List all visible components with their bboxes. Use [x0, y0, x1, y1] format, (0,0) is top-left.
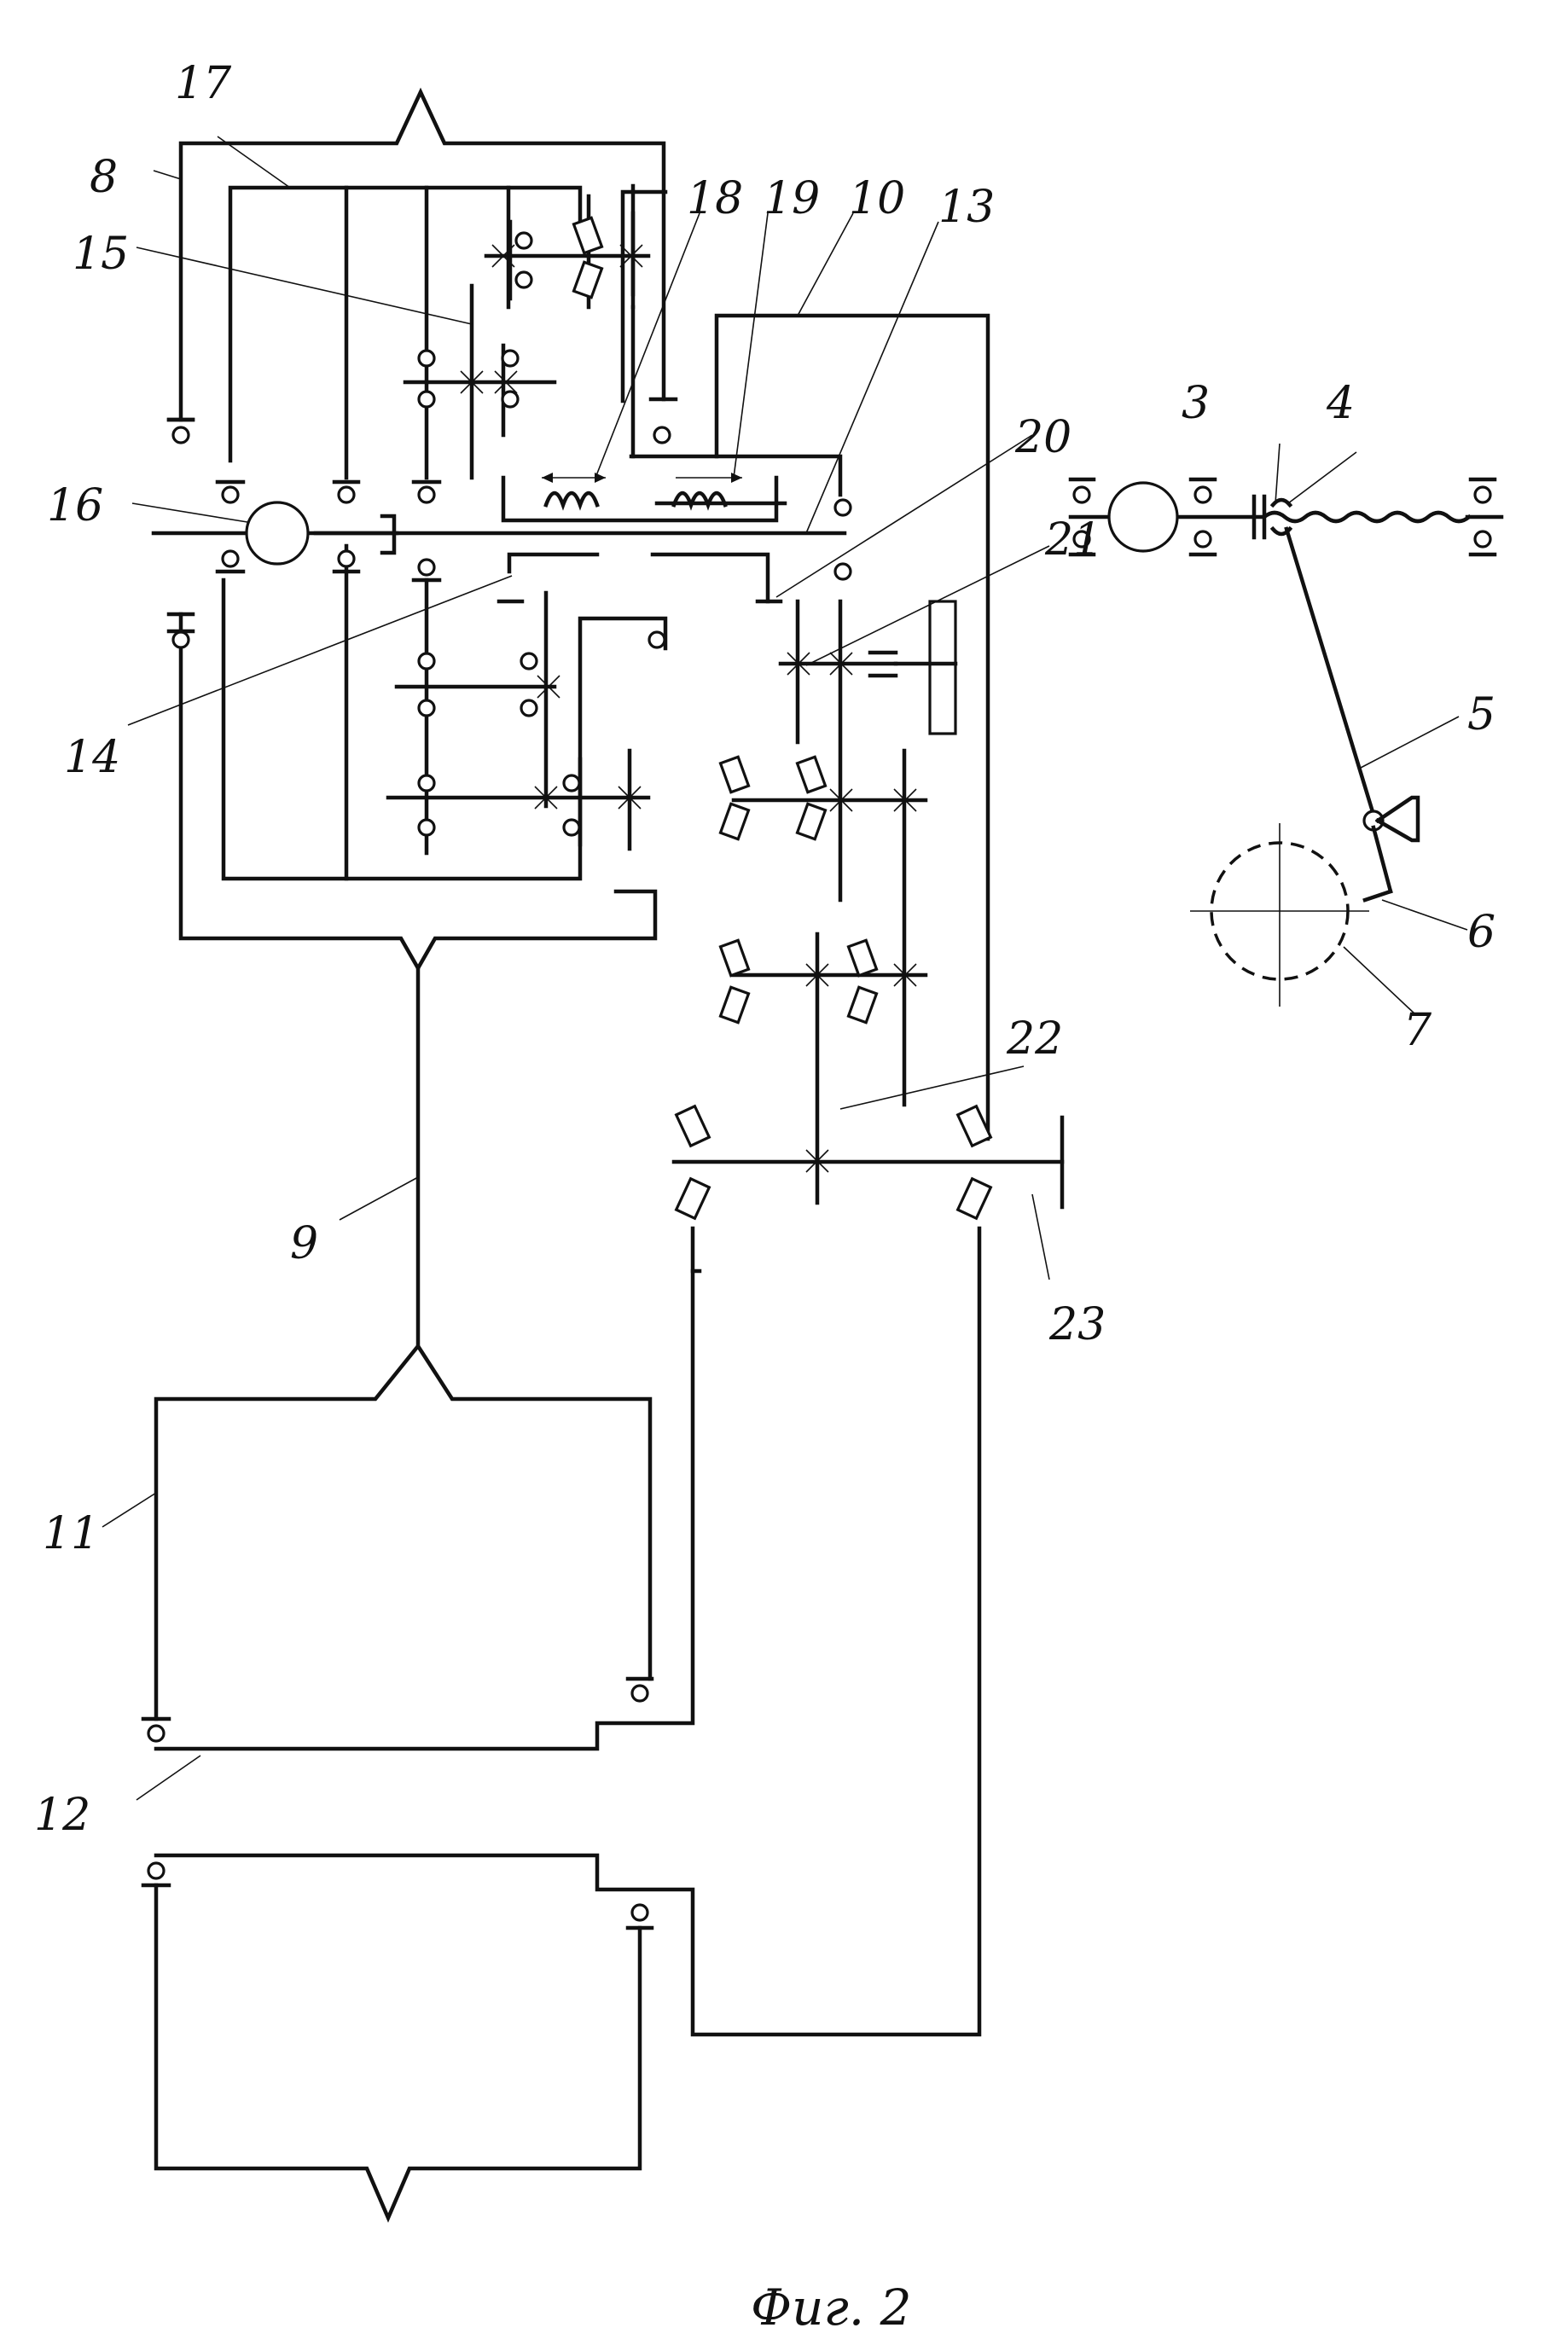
drive-3-screw-4 [1068, 481, 1504, 553]
gear-mesh-marks [460, 244, 917, 1173]
label-22: 22 [1006, 1013, 1063, 1065]
clutch-18-19 [501, 473, 779, 523]
label-16: 16 [47, 480, 103, 531]
label-4: 4 [1326, 378, 1355, 429]
label-15: 15 [73, 229, 129, 280]
leader-lines [102, 136, 1468, 1801]
label-19: 19 [764, 173, 820, 224]
frame-17 [228, 183, 668, 480]
housing-lower [166, 543, 668, 972]
label-5: 5 [1467, 689, 1495, 740]
main-shaft [151, 501, 847, 566]
figure-caption: Фиг. 2 [751, 2278, 912, 2336]
label-18: 18 [687, 173, 743, 224]
label-6: 6 [1467, 907, 1495, 958]
label-14: 14 [64, 732, 120, 783]
housing-11 [154, 1226, 702, 1751]
label-20: 20 [1014, 412, 1071, 463]
right-gearbox [671, 599, 1065, 1210]
label-21: 21 [1044, 514, 1101, 566]
label-8: 8 [90, 152, 118, 203]
label-10: 10 [849, 173, 905, 224]
label-7: 7 [1403, 1005, 1432, 1056]
angular-bearings [572, 216, 993, 1221]
label-11: 11 [43, 1508, 99, 1559]
label-13: 13 [938, 182, 995, 233]
label-23: 23 [1048, 1299, 1106, 1350]
shaft-14-20 [497, 501, 787, 604]
motor-3 [1107, 481, 1179, 553]
part-labels: 3 4 5 6 7 8 9 10 11 12 13 14 15 16 17 18… [34, 58, 1495, 1841]
roller-bearings [141, 231, 1497, 1930]
label-9: 9 [290, 1218, 318, 1269]
arm-5-6-drum-7 [1190, 526, 1420, 1007]
label-12: 12 [34, 1790, 90, 1841]
housing-12 [154, 1226, 982, 2223]
label-3: 3 [1182, 378, 1210, 429]
label-17: 17 [175, 58, 232, 109]
engine-16 [245, 501, 310, 566]
